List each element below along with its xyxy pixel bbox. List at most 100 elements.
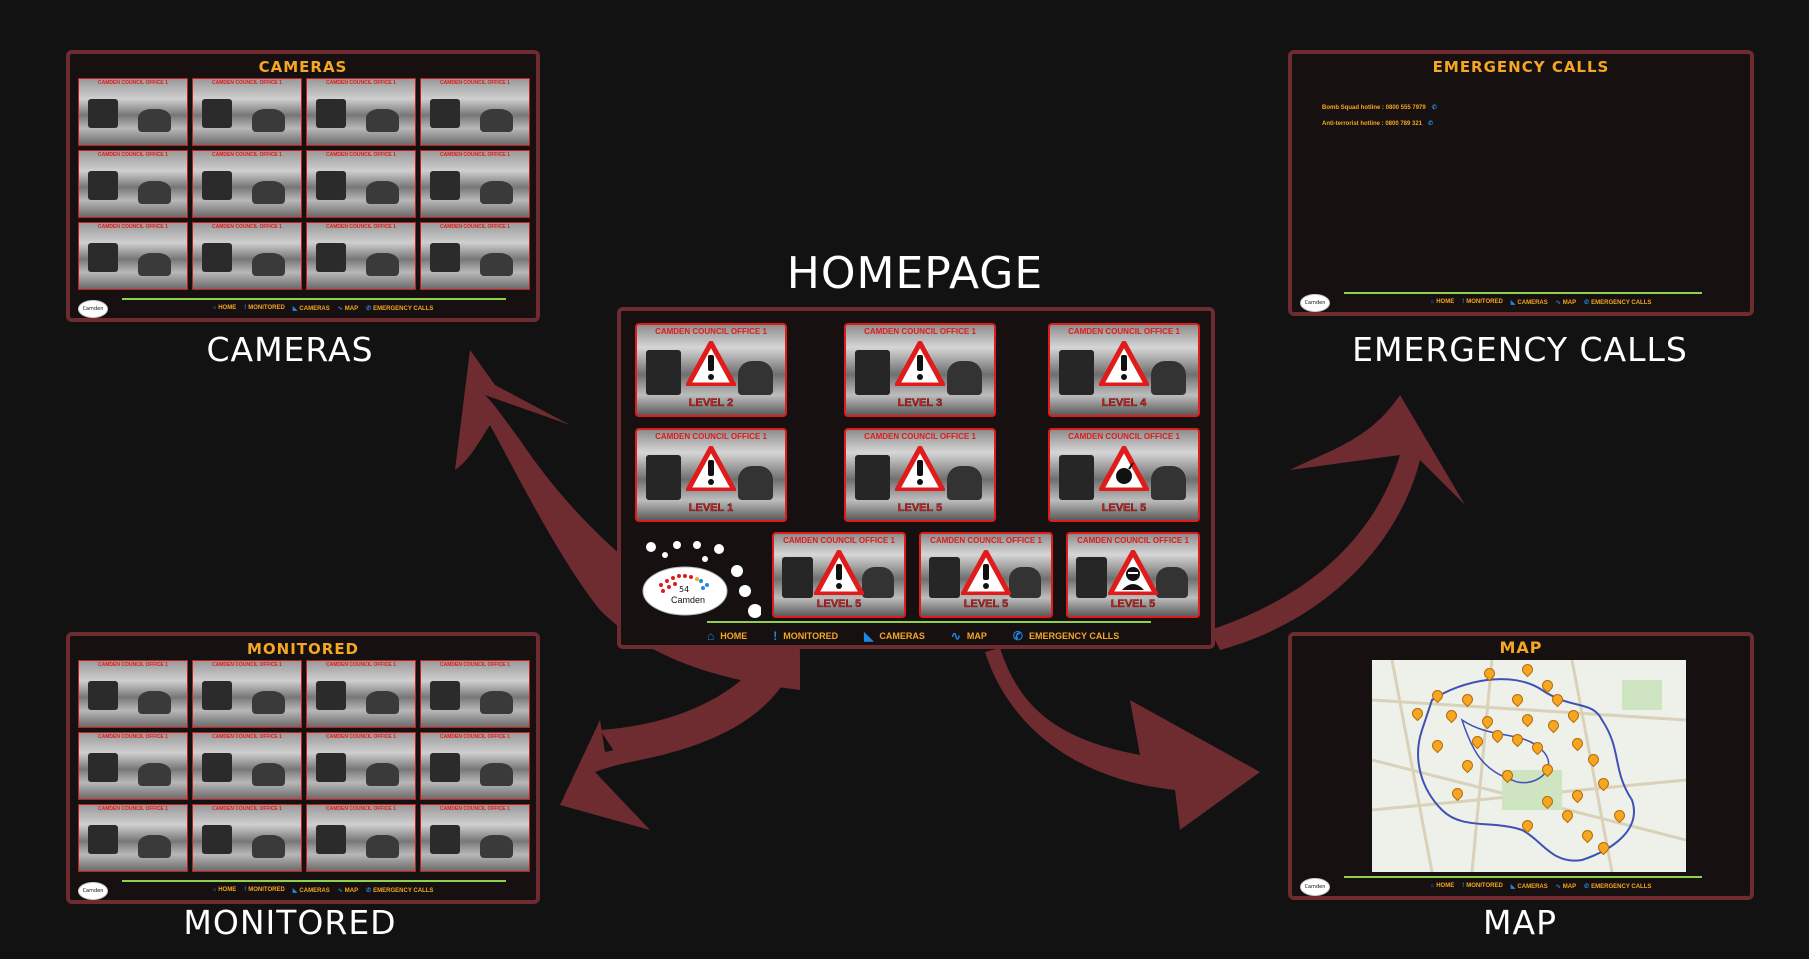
- camera-feed[interactable]: CAMDEN COUNCIL OFFICE 1: [78, 78, 188, 146]
- emergency-calls-screen[interactable]: EMERGENCY CALLS Bomb Squad hotline : 080…: [1288, 50, 1754, 316]
- nav-home[interactable]: ⌂HOME: [1430, 883, 1455, 889]
- nav-cameras[interactable]: ◣CAMERAS: [292, 888, 330, 894]
- camera-feed[interactable]: CAMDEN COUNCIL OFFICE 1: [78, 150, 188, 218]
- cctv-icon: ◣: [1510, 884, 1516, 890]
- nav-monitored[interactable]: !MONITORED: [1462, 883, 1503, 889]
- nav-cameras[interactable]: ◣CAMERAS: [1510, 884, 1548, 890]
- camera-feed[interactable]: CAMDEN COUNCIL OFFICE 1: [420, 150, 530, 218]
- nav-home[interactable]: ⌂HOME: [212, 305, 237, 311]
- exclamation-icon: [1099, 341, 1149, 386]
- camera-feed[interactable]: CAMDEN COUNCIL OFFICE 1: [420, 222, 530, 290]
- camera-feed[interactable]: CAMDEN COUNCIL OFFICE 1: [192, 804, 302, 872]
- camera-feed[interactable]: CAMDEN COUNCIL OFFICE 1: [306, 78, 416, 146]
- camera-feed[interactable]: CAMDEN COUNCIL OFFICE 1: [192, 78, 302, 146]
- camera-feed[interactable]: CAMDEN COUNCIL OFFICE 1: [192, 660, 302, 728]
- camera-feed[interactable]: CAMDEN COUNCIL OFFICE 1: [78, 222, 188, 290]
- label-emergency-calls: EMERGENCY CALLS: [1352, 330, 1688, 369]
- camera-caption: CAMDEN COUNCIL OFFICE 1: [326, 734, 396, 740]
- nav-home[interactable]: ⌂HOME: [707, 629, 748, 643]
- nav-monitored[interactable]: !MONITORED: [244, 305, 285, 311]
- nav-divider: [1344, 876, 1702, 878]
- nav-divider: [1344, 292, 1702, 294]
- nav-monitored[interactable]: !MONITORED: [1462, 299, 1503, 305]
- nav-cameras[interactable]: ◣CAMERAS: [292, 306, 330, 312]
- nav-emergency[interactable]: ✆EMERGENCY CALLS: [1012, 629, 1120, 643]
- nav-map[interactable]: ∿MAP: [337, 888, 359, 894]
- map-route-icon: ∿: [950, 629, 961, 643]
- label-map: MAP: [1483, 903, 1557, 942]
- camera-caption: CAMDEN COUNCIL OFFICE 1: [212, 806, 282, 812]
- camera-feed[interactable]: CAMDEN COUNCIL OFFICE 1: [306, 150, 416, 218]
- camera-feed[interactable]: CAMDEN COUNCIL OFFICE 1: [78, 660, 188, 728]
- camera-caption: CAMDEN COUNCIL OFFICE 1: [655, 432, 767, 441]
- home-icon: ⌂: [212, 305, 217, 311]
- nav-home[interactable]: ⌂HOME: [1430, 299, 1455, 305]
- phone-icon: ✆: [1584, 300, 1590, 306]
- map-image[interactable]: [1372, 660, 1686, 872]
- camera-feed[interactable]: CAMDEN COUNCIL OFFICE 1: [420, 660, 530, 728]
- nav-cameras[interactable]: ◣CAMERAS: [1510, 300, 1548, 306]
- nav-emergency[interactable]: ✆EMERGENCY CALLS: [366, 888, 434, 894]
- camera-caption: CAMDEN COUNCIL OFFICE 1: [98, 80, 168, 86]
- nav-monitored[interactable]: !MONITORED: [244, 887, 285, 893]
- camera-feed[interactable]: CAMDEN COUNCIL OFFICE 1: [306, 660, 416, 728]
- alert-level-label: LEVEL 5: [897, 502, 943, 514]
- camera-feed[interactable]: CAMDEN COUNCIL OFFICE 1: [192, 732, 302, 800]
- monitored-screen-title: MONITORED: [246, 640, 360, 658]
- map-screen[interactable]: MAP Camden ⌂HOME !MONITORED ◣CAMERAS ∿MA…: [1288, 632, 1754, 900]
- camden-logo: Camden: [78, 300, 108, 318]
- nav-home[interactable]: ⌂HOME: [212, 887, 237, 893]
- camera-caption: CAMDEN COUNCIL OFFICE 1: [440, 806, 510, 812]
- nav-cameras[interactable]: ◣CAMERAS: [864, 629, 925, 643]
- camera-feed[interactable]: CAMDEN COUNCIL OFFICE 1: [420, 732, 530, 800]
- nav-emergency[interactable]: ✆EMERGENCY CALLS: [366, 306, 434, 312]
- bomb-icon: [1099, 446, 1149, 491]
- anti-terrorist-hotline[interactable]: Anti-terrorist hotline : 0800 789 321✆: [1322, 121, 1434, 127]
- camera-feed[interactable]: CAMDEN COUNCIL OFFICE 1: [306, 804, 416, 872]
- nav-emergency[interactable]: ✆EMERGENCY CALLS: [1584, 884, 1652, 890]
- camera-feed[interactable]: CAMDEN COUNCIL OFFICE 1: [420, 804, 530, 872]
- arrow-to-emergency: [1210, 395, 1465, 650]
- cctv-icon: ◣: [292, 306, 298, 312]
- camera-feed[interactable]: CAMDEN COUNCIL OFFICE 1: [420, 78, 530, 146]
- camera-feed[interactable]: CAMDEN COUNCIL OFFICE 1: [306, 732, 416, 800]
- nav-map[interactable]: ∿MAP: [1555, 884, 1577, 890]
- camera-feed[interactable]: CAMDEN COUNCIL OFFICE 1: [78, 804, 188, 872]
- alert-level-label: LEVEL 4: [1101, 397, 1147, 409]
- camera-caption: CAMDEN COUNCIL OFFICE 1: [212, 734, 282, 740]
- nav-emergency[interactable]: ✆EMERGENCY CALLS: [1584, 300, 1652, 306]
- nav-monitored[interactable]: !MONITORED: [773, 629, 839, 643]
- camera-caption: CAMDEN COUNCIL OFFICE 1: [98, 224, 168, 230]
- camera-feed[interactable]: CAMDEN COUNCIL OFFICE 1: [78, 732, 188, 800]
- camera-feed[interactable]: CAMDEN COUNCIL OFFICE 1: [192, 150, 302, 218]
- phone-icon: ✆: [1012, 629, 1023, 643]
- nav-map[interactable]: ∿MAP: [950, 629, 987, 643]
- camera-feed[interactable]: CAMDEN COUNCIL OFFICE 1: [192, 222, 302, 290]
- camera-caption: CAMDEN COUNCIL OFFICE 1: [864, 327, 976, 336]
- exclamation-icon: !: [244, 887, 247, 893]
- camera-caption: CAMDEN COUNCIL OFFICE 1: [326, 224, 396, 230]
- nav-map[interactable]: ∿MAP: [337, 306, 359, 312]
- cameras-screen-title: CAMERAS: [258, 58, 348, 76]
- logo-number: 54: [679, 585, 690, 594]
- nav-map[interactable]: ∿MAP: [1555, 300, 1577, 306]
- exclamation-icon: [895, 446, 945, 491]
- bomb-squad-hotline[interactable]: Bomb Squad hotline : 0800 555 7979✆: [1322, 105, 1437, 111]
- camera-caption: CAMDEN COUNCIL OFFICE 1: [440, 734, 510, 740]
- exclamation-icon: !: [1462, 299, 1465, 305]
- camera-feed[interactable]: CAMDEN COUNCIL OFFICE 1: [306, 222, 416, 290]
- camera-caption: CAMDEN COUNCIL OFFICE 1: [1077, 536, 1189, 545]
- arrow-to-map: [985, 648, 1260, 830]
